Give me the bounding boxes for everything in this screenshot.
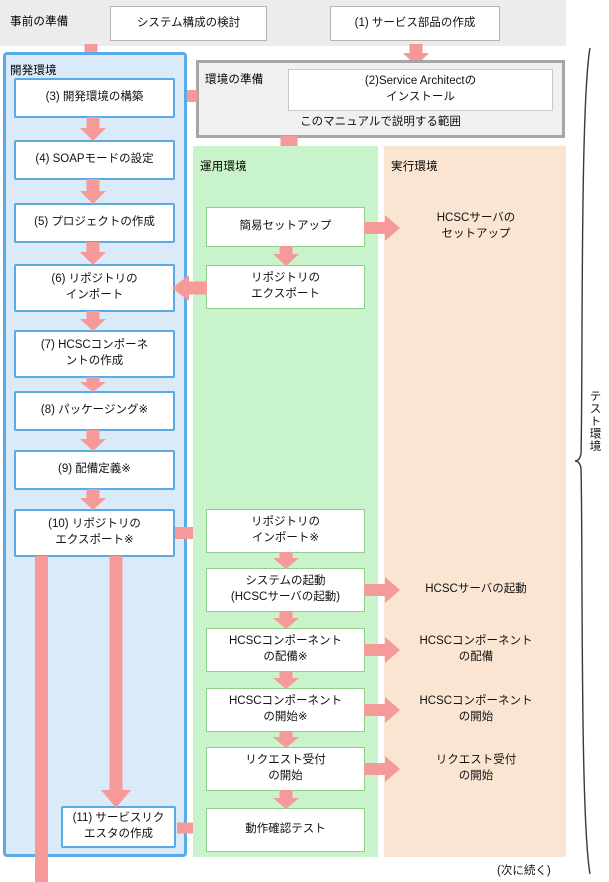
arrow-ops-export-to-dev6 [172, 275, 207, 301]
step-dev-5[interactable]: (5) プロジェクトの作成 [14, 203, 175, 243]
test-environment-brace [574, 46, 596, 876]
step-dev-11[interactable]: (11) サービスリク エスタの作成 [61, 806, 176, 848]
continuation-note: (次に続く) [497, 865, 551, 877]
preparation-band-label: 事前の準備 [10, 16, 69, 28]
step-dev-4[interactable]: (4) SOAPモードの設定 [14, 140, 175, 180]
arrow-dev-continue-down [35, 556, 48, 882]
step-dev-10[interactable]: (10) リポジトリの エクスポート※ [14, 509, 175, 557]
arrow-dev-8-9 [80, 430, 106, 451]
step-dev-7[interactable]: (7) HCSCコンポーネ ントの作成 [14, 330, 175, 378]
step-run-server-setup: HCSCサーバの セットアップ [436, 212, 516, 240]
step-ops-easy-setup[interactable]: 簡易セットアップ [206, 207, 365, 247]
panel-run-environment [384, 146, 566, 857]
panel-ops-label: 運用環境 [200, 161, 247, 173]
step-ops-component-start[interactable]: HCSCコンポーネント の開始※ [206, 688, 365, 732]
panel-env-prep-label: 環境の準備 [205, 74, 264, 86]
step-dev-3[interactable]: (3) 開発環境の構築 [14, 78, 175, 118]
step-dev-6[interactable]: (6) リポジトリの インポート [14, 264, 175, 312]
arrow-dev-9-10 [80, 489, 106, 510]
step-ops-repo-export[interactable]: リポジトリの エクスポート [206, 265, 365, 309]
arrow-ops-to-run-request [364, 756, 400, 782]
box-system-design[interactable]: システム構成の検討 [110, 6, 267, 41]
step-run-request-accept: リクエスト受付 の開始 [435, 754, 517, 782]
env-prep-caption: このマニュアルで説明する範囲 [300, 116, 461, 129]
box-create-service-parts[interactable]: (1) サービス部品の作成 [330, 6, 500, 41]
step-ops-repo-import[interactable]: リポジトリの インポート※ [206, 509, 365, 553]
step-ops-system-start[interactable]: システムの起動 (HCSCサーバの起動) [206, 568, 365, 612]
step-run-component-deploy: HCSCコンポーネント の配備 [419, 635, 533, 663]
panel-dev-label: 開発環境 [10, 65, 57, 77]
step-run-component-start: HCSCコンポーネント の開始 [419, 695, 533, 723]
arrow-ops-to-run-setup [364, 215, 400, 241]
arrow-ops-import-systemstart [273, 552, 299, 569]
arrow-dev-5-6 [80, 242, 106, 265]
step-run-server-start: HCSCサーバの起動 [425, 583, 527, 596]
test-environment-label: テスト環境 [588, 390, 601, 453]
arrow-dev-7-8 [80, 377, 106, 392]
arrow-dev-6-7 [80, 311, 106, 331]
panel-run-label: 実行環境 [391, 161, 438, 173]
box-install-service-architect[interactable]: (2)Service Architectの インストール [288, 69, 553, 111]
arrow-dev-4-5 [80, 179, 106, 204]
step-ops-component-deploy[interactable]: HCSCコンポーネント の配備※ [206, 628, 365, 672]
arrow-dev-3-4 [80, 117, 106, 141]
step-ops-operation-test[interactable]: 動作確認テスト [206, 808, 365, 852]
arrow-ops-start-request [273, 731, 299, 748]
arrow-ops-to-run-start [364, 697, 400, 723]
step-dev-8[interactable]: (8) パッケージング※ [14, 391, 175, 431]
arrow-ops-deploy-start [273, 671, 299, 689]
arrow-dev-10-11 [101, 556, 131, 808]
arrow-ops-to-run-serverstart [364, 577, 400, 603]
arrow-ops-request-test [273, 790, 299, 809]
step-dev-9[interactable]: (9) 配備定義※ [14, 450, 175, 490]
step-ops-request-accept[interactable]: リクエスト受付 の開始 [206, 747, 365, 791]
arrow-ops-setup-export [273, 246, 299, 266]
arrow-ops-systemstart-deploy [273, 611, 299, 629]
arrow-ops-to-run-deploy [364, 637, 400, 663]
